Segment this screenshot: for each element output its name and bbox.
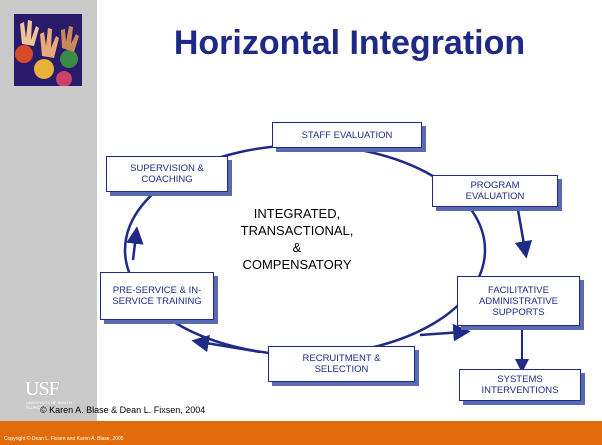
usf-logo-subtitle: UNIVERSITY OF SOUTH FLORIDA: [26, 400, 72, 410]
author-credit: © Karen A. Blase & Dean L. Fixsen, 2004: [40, 405, 206, 415]
arrow-recruitment-to-training: [191, 334, 261, 354]
box-recruitment-selection: RECRUITMENT & SELECTION: [268, 346, 415, 382]
hands-logo: [14, 14, 82, 86]
slide-title: Horizontal Integration: [173, 24, 526, 62]
center-line-4: COMPENSATORY: [242, 257, 352, 272]
usf-logo: USF: [25, 378, 60, 400]
box-program-evaluation: PROGRAM EVALUATION: [432, 175, 558, 207]
bottom-bar: [0, 421, 602, 445]
box-training: PRE-SERVICE & IN-SERVICE TRAINING: [100, 272, 214, 320]
arrow-program-to-supports: [514, 209, 533, 259]
box-systems-interventions: SYSTEMS INTERVENTIONS: [459, 369, 581, 401]
center-line-2: TRANSACTIONAL,: [240, 223, 354, 238]
box-supervision-coaching: SUPERVISION & COACHING: [106, 156, 228, 192]
center-line-1: INTEGRATED,: [253, 206, 341, 221]
box-staff-evaluation: STAFF EVALUATION: [272, 122, 422, 148]
copyright-footer: Copyright © Dean L. Fixsen and Karen A. …: [4, 436, 124, 442]
arrow-training-to-supervision: [126, 226, 144, 261]
box-facilitative-supports: FACILITATIVE ADMINISTRATIVE SUPPORTS: [457, 276, 580, 326]
arrow-supports-to-recruitment: [419, 323, 471, 342]
center-label: INTEGRATED, TRANSACTIONAL, & COMPENSATOR…: [232, 205, 362, 273]
center-line-3: &: [292, 240, 302, 255]
